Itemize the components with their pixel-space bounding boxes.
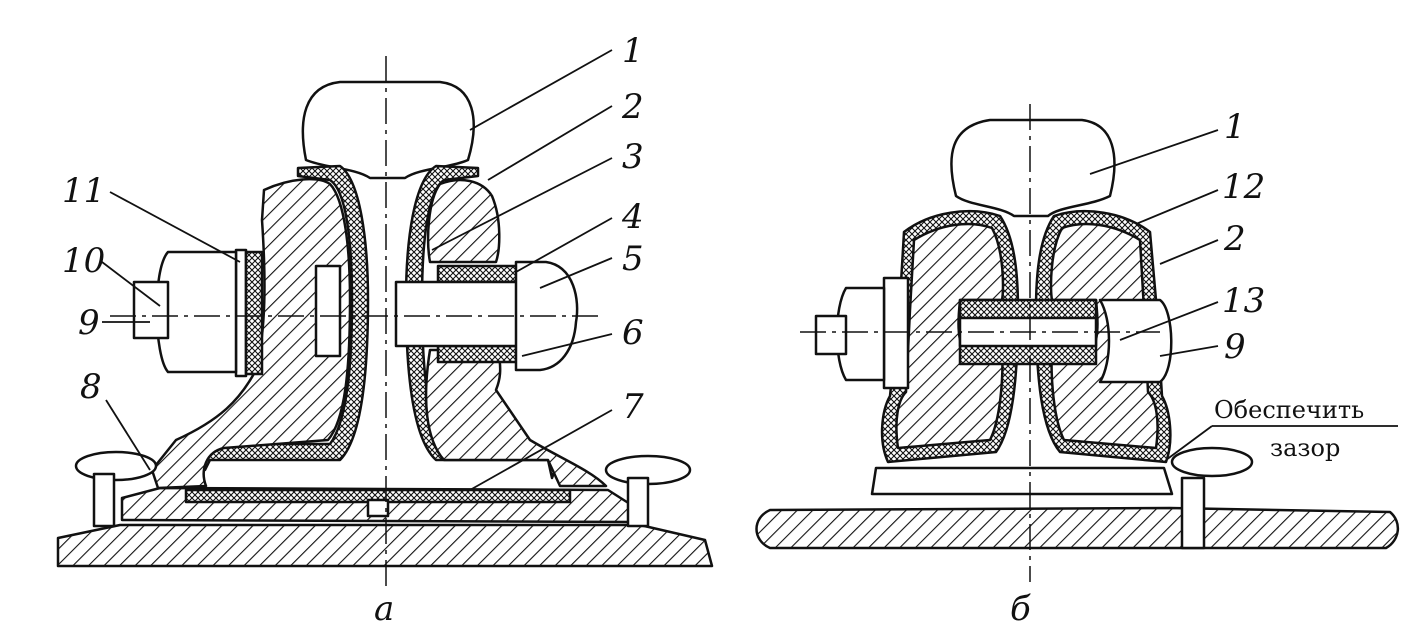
label-b-2: 2 bbox=[1223, 219, 1246, 259]
rail-head bbox=[301, 80, 475, 180]
left-clip bbox=[74, 450, 158, 528]
bushing-lower bbox=[436, 344, 524, 364]
label-a-2: 2 bbox=[621, 87, 644, 127]
right-fish-plate bbox=[424, 178, 608, 488]
label-a-11: 11 bbox=[62, 171, 105, 211]
bushing-upper bbox=[436, 264, 524, 284]
label-a-1: 1 bbox=[622, 31, 644, 71]
label-a-10: 10 bbox=[62, 241, 105, 281]
washer-b bbox=[882, 276, 910, 390]
right-clip bbox=[604, 454, 692, 528]
note-line-2: зазор bbox=[1270, 434, 1340, 462]
labels-b: 1 12 2 13 9 Обеспечить зазор б bbox=[1010, 107, 1364, 629]
spring-washer bbox=[244, 250, 264, 376]
sole-plate-b bbox=[870, 466, 1174, 496]
label-a-5: 5 bbox=[622, 239, 644, 279]
figure-a bbox=[56, 49, 714, 586]
caption-b: б bbox=[1010, 589, 1031, 629]
label-b-1: 1 bbox=[1224, 107, 1246, 147]
leaders-b bbox=[1089, 129, 1398, 461]
label-a-9: 9 bbox=[78, 303, 100, 343]
spike-b bbox=[1170, 446, 1254, 550]
label-b-12: 12 bbox=[1222, 167, 1265, 207]
label-a-6: 6 bbox=[622, 313, 644, 353]
bolt-head-b bbox=[1098, 298, 1173, 384]
inner-nut bbox=[314, 264, 342, 358]
base-plate bbox=[56, 523, 714, 568]
bolt-shank bbox=[394, 280, 524, 348]
rail-head-b bbox=[950, 118, 1116, 218]
left-fish-plate-b bbox=[895, 222, 1005, 450]
washer bbox=[234, 248, 248, 378]
note-line-1: Обеспечить bbox=[1214, 396, 1364, 424]
center-key bbox=[366, 498, 390, 518]
caption-a: а bbox=[374, 589, 394, 629]
label-b-9: 9 bbox=[1224, 327, 1246, 367]
base-plate-b bbox=[755, 506, 1399, 550]
label-a-3: 3 bbox=[622, 137, 644, 177]
label-a-8: 8 bbox=[80, 367, 102, 407]
label-a-7: 7 bbox=[622, 387, 644, 427]
bolt-end-b bbox=[814, 314, 848, 356]
label-b-13: 13 bbox=[1222, 281, 1265, 321]
right-fish-plate-b bbox=[1049, 222, 1159, 450]
figure-b bbox=[755, 104, 1399, 582]
labels-a: 1 2 3 4 5 6 7 8 9 10 11 а bbox=[62, 31, 644, 629]
leaders-a bbox=[101, 49, 613, 491]
label-a-4: 4 bbox=[621, 197, 644, 237]
